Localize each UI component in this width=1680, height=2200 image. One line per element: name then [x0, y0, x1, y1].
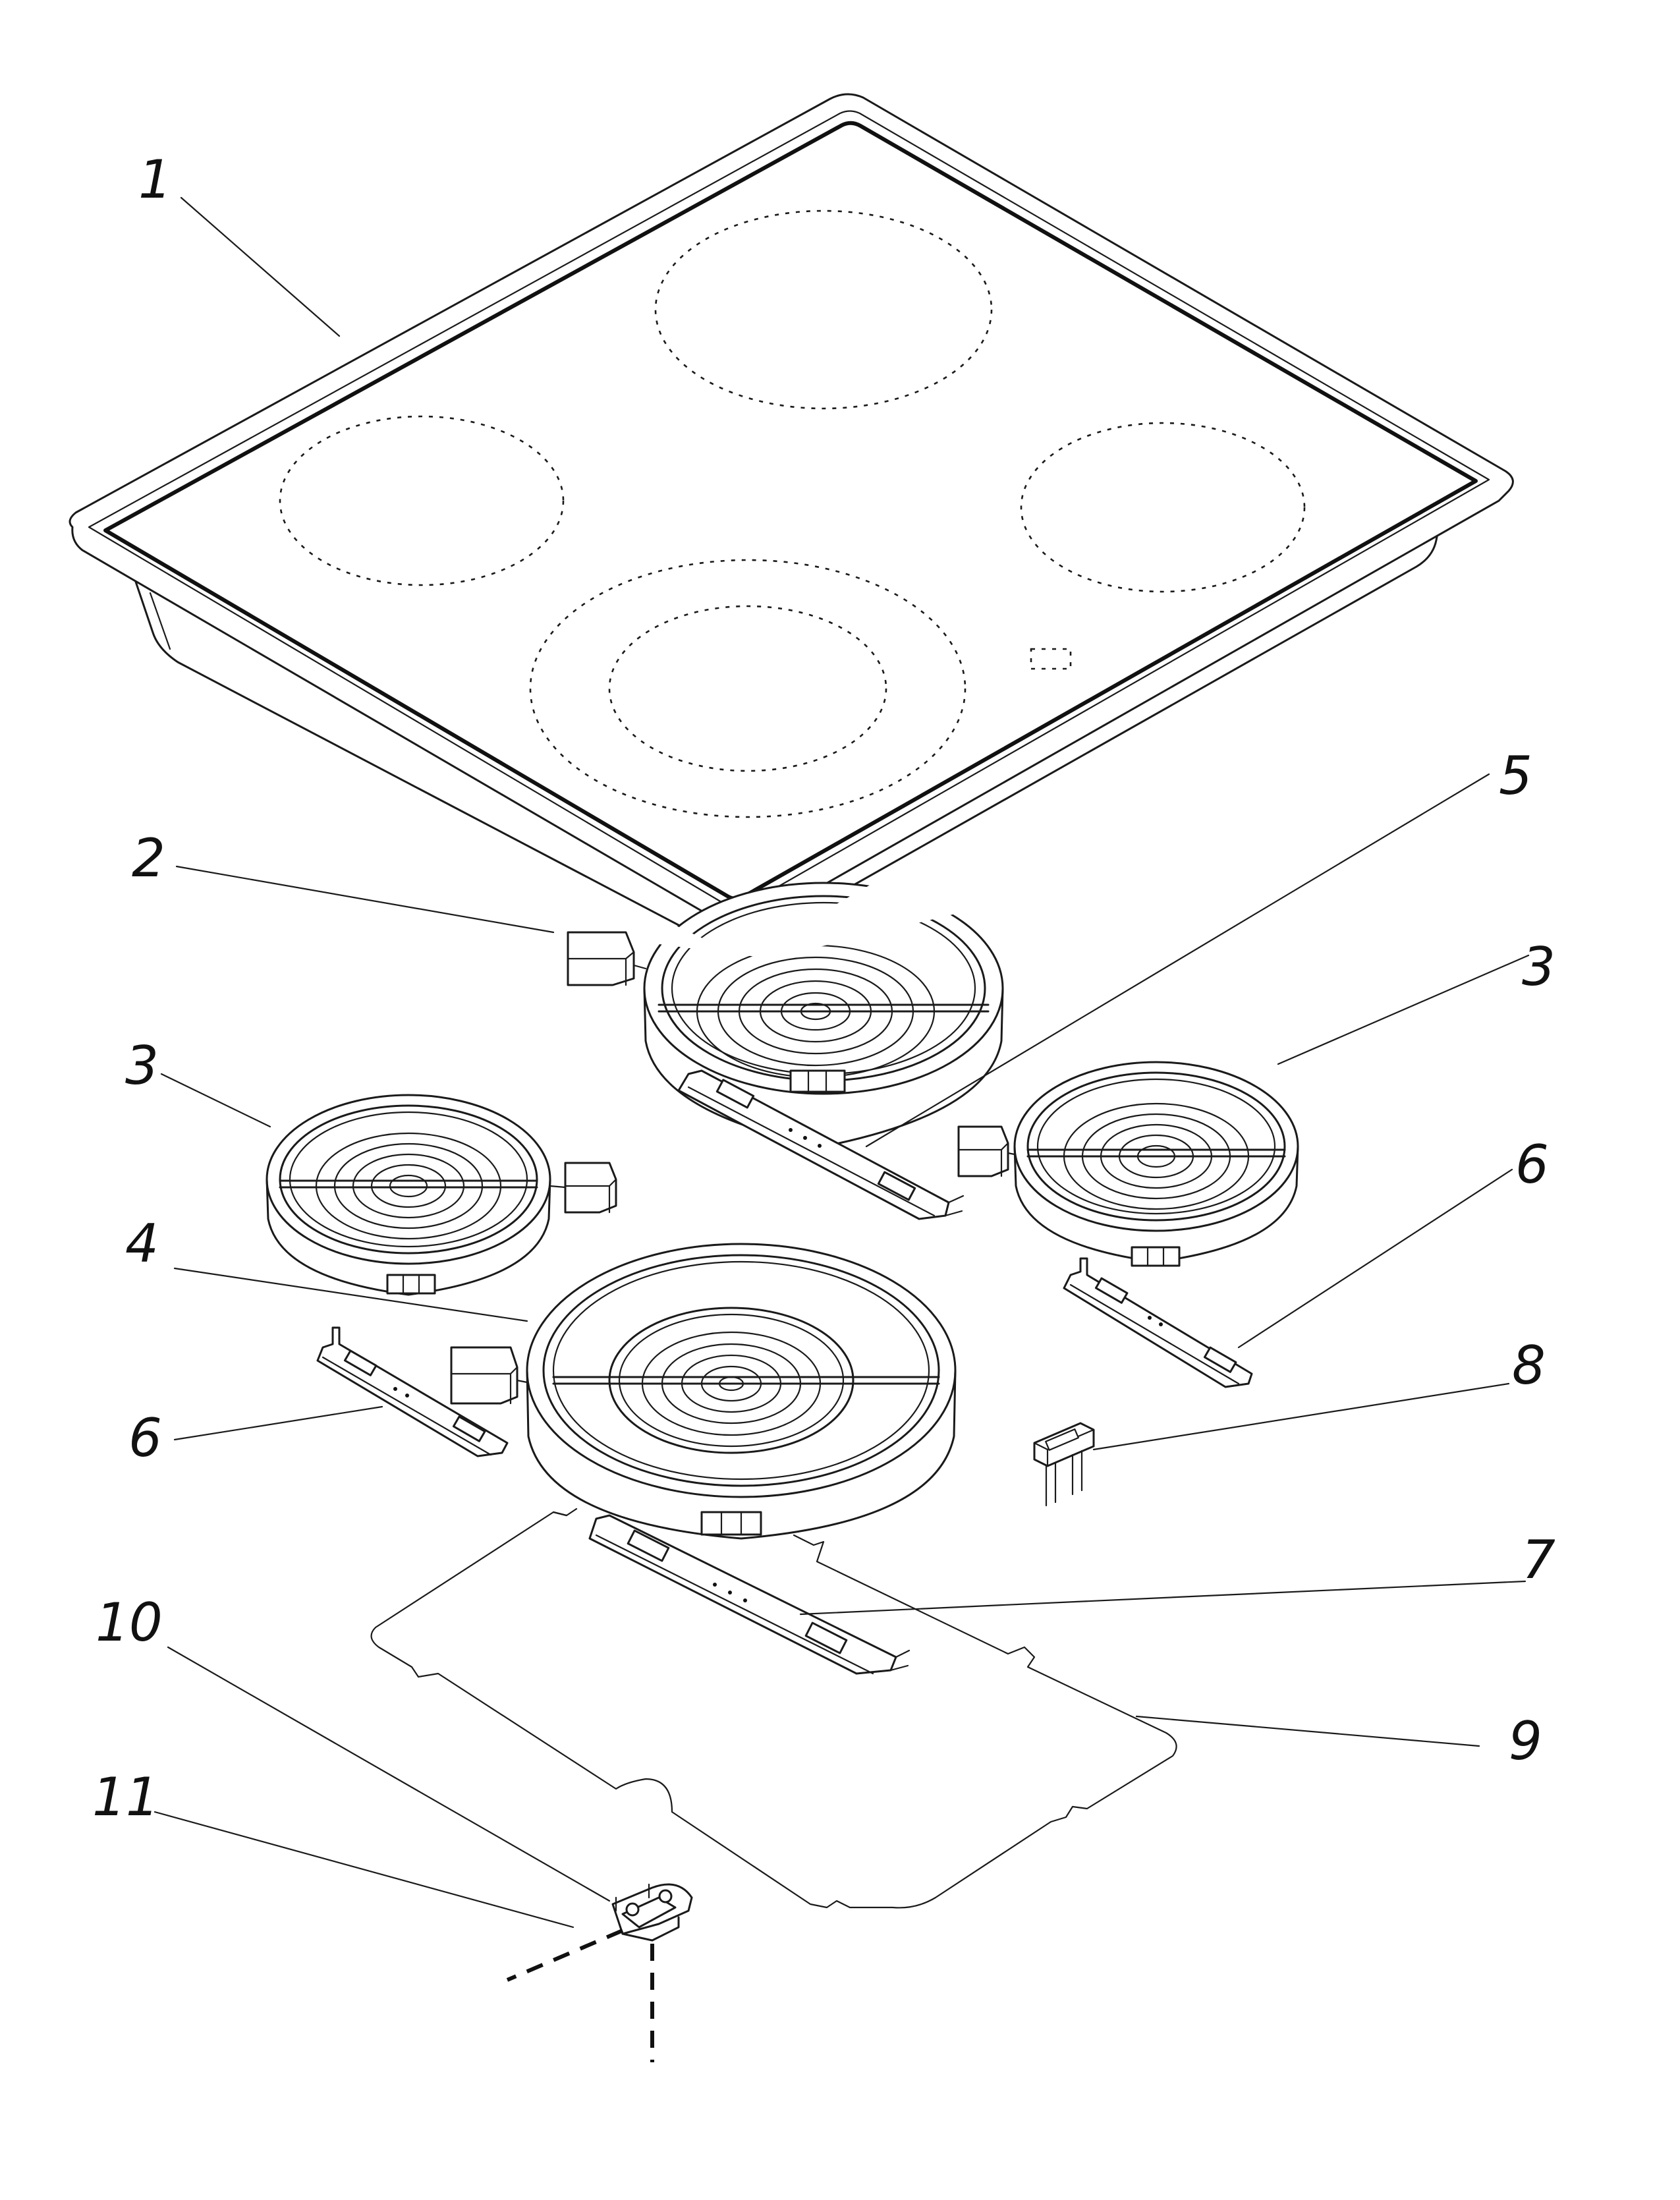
- callout-4: 4: [125, 1213, 159, 1274]
- heating-element-3-left: [266, 1094, 617, 1296]
- heating-element-2: [567, 882, 1004, 1148]
- fixing-screw-11: [506, 1929, 654, 2062]
- callout-1: 1: [138, 149, 172, 210]
- callout-8: 8: [1512, 1335, 1546, 1396]
- support-bracket-6-right: [1063, 1257, 1253, 1388]
- support-bracket-7: [588, 1514, 910, 1675]
- insulation-sheet-9: [370, 1508, 1177, 1909]
- callout-5: 5: [1499, 745, 1532, 806]
- support-bracket-6-left: [316, 1326, 509, 1457]
- heating-element-3-right: [957, 1061, 1299, 1267]
- callout-6-right: 6: [1515, 1134, 1549, 1195]
- support-bracket-5: [677, 1069, 965, 1220]
- callout-2: 2: [132, 828, 165, 889]
- indicator-lamp-8: [1033, 1422, 1095, 1507]
- mounting-clip-10: [611, 1883, 693, 1942]
- callout-3-left: 3: [125, 1035, 159, 1096]
- callout-6-left: 6: [128, 1407, 162, 1469]
- callout-3-right: 3: [1522, 936, 1555, 998]
- callout-11: 11: [92, 1766, 159, 1828]
- callout-7: 7: [1522, 1529, 1555, 1591]
- callout-9: 9: [1509, 1710, 1542, 1772]
- callout-numbers: 1 2 3 3 4 5 6 6 7 8 9 10 11: [92, 149, 1555, 1828]
- ceramic-cooktop: [69, 93, 1514, 944]
- callout-10: 10: [96, 1592, 163, 1653]
- leader-lines: [154, 196, 1530, 1929]
- heating-element-4-dual: [450, 1243, 957, 1540]
